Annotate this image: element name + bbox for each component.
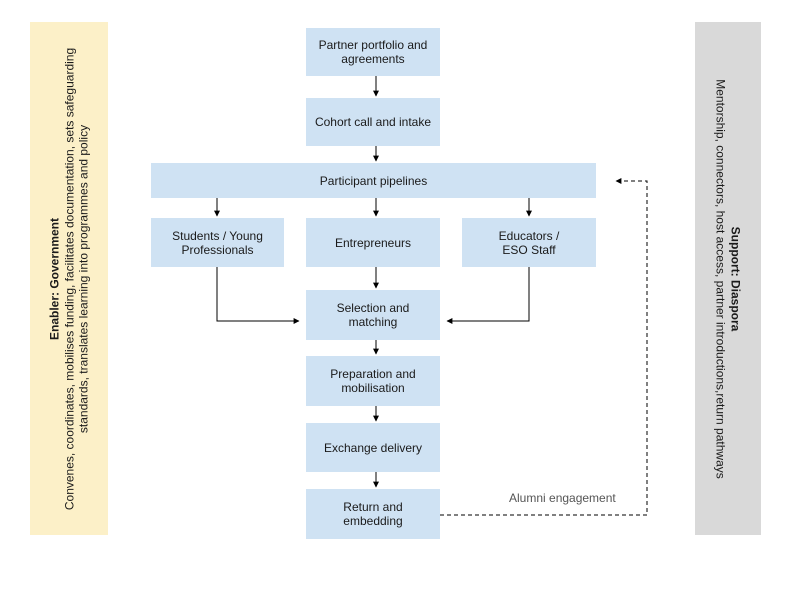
students-line-2: Professionals [181, 242, 254, 257]
alumni-engagement-label: Alumni engagement [509, 491, 616, 505]
selection-line-2: matching [348, 315, 398, 329]
support-diaspora-panel: Support: Diaspora Mentorship, connectors… [695, 22, 761, 535]
partner-line-2: agreements [341, 52, 405, 66]
selection-line-1: Selection and [336, 301, 410, 315]
pipelines-label: Participant pipelines [319, 173, 428, 188]
entrepreneurs-label: Entrepreneurs [334, 235, 412, 250]
selection-matching-box: Selection and matching [306, 290, 440, 340]
arrow-educators-to-selection [446, 267, 530, 324]
return-line-1: Return and [343, 500, 403, 514]
educators-box: Educators / ESO Staff [462, 218, 596, 267]
exchange-delivery-box: Exchange delivery [306, 423, 440, 472]
return-embedding-box: Return and embedding [306, 489, 440, 539]
arrow-students-to-selection [216, 267, 300, 324]
students-line-1: Students / Young [172, 228, 263, 243]
preparation-line-1: Preparation and [330, 367, 416, 381]
enabler-government-panel: Enabler: Government Convenes, coordinate… [30, 22, 108, 535]
cohort-call-box: Cohort call and intake [306, 98, 440, 146]
educators-line-1: Educators / [498, 228, 560, 243]
exchange-label: Exchange delivery [323, 440, 423, 455]
cohort-label: Cohort call and intake [314, 115, 432, 129]
partner-line-1: Partner portfolio and [318, 38, 428, 52]
entrepreneurs-box: Entrepreneurs [306, 218, 440, 267]
participant-pipelines-box: Participant pipelines [151, 163, 596, 198]
alumni-feedback-dashed-arrow [440, 178, 648, 516]
preparation-mobilisation-box: Preparation and mobilisation [306, 356, 440, 406]
return-line-2: embedding [343, 514, 403, 528]
partner-portfolio-box: Partner portfolio and agreements [306, 28, 440, 76]
preparation-line-2: mobilisation [341, 381, 405, 395]
students-box: Students / Young Professionals [151, 218, 284, 267]
educators-line-2: ESO Staff [502, 242, 556, 257]
